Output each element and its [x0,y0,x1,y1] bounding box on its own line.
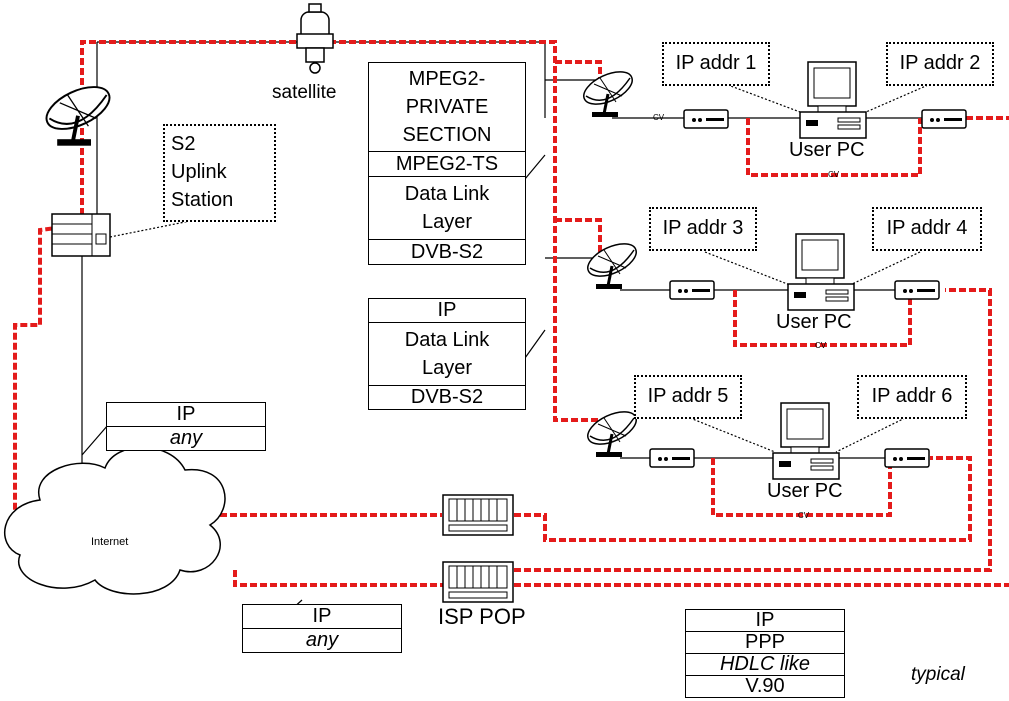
satellite-protocol-stack: MPEG2- PRIVATE SECTION MPEG2-TS Data Lin… [368,62,526,265]
cv-label-1: CV [653,113,665,122]
user-pc-icon-2 [787,233,855,311]
stack2-datalink-line1: Data Link [404,329,490,351]
ip-addr-1-box: IP addr 1 [662,42,770,86]
user-pc-icon-3 [772,402,840,480]
isp-ip-stack: IP any [242,604,402,653]
dish-icon-1 [577,63,639,119]
uplink-station-box: S2 Uplink Station [163,124,276,222]
cv-label-2: CV [828,170,840,179]
internet-cloud-icon [4,446,226,595]
stack-datalink-line2: Layer [421,211,473,233]
modem-icon-1b [921,109,967,129]
stack2-datalink-line2: Layer [421,357,473,379]
modem-icon-3b [884,448,930,468]
ip-addr-5-box: IP addr 5 [634,375,742,419]
modem-stack-v90: V.90 [745,675,785,697]
user-pc-icon-1 [799,61,867,139]
stack-mpeg2-line2: PRIVATE [405,96,489,118]
internet-label: Internet [91,536,129,548]
ip-dvb-protocol-stack: IP Data Link Layer DVB-S2 [368,298,526,410]
isp-stack-any: any [305,629,339,651]
uplink-dish-icon [38,76,118,148]
ip-addr-3-box: IP addr 3 [649,207,757,251]
modem-icon-2b [894,280,940,300]
user-pc-label-2: User PC [776,311,852,333]
uplink-label-line1: S2 [171,133,196,155]
stack-mpeg2-line1: MPEG2- [408,68,486,90]
stack-mpeg2-line3: SECTION [402,124,492,146]
isp-stack-ip: IP [243,605,401,629]
rack-icon-isp-pop [442,561,514,603]
satellite-icon [296,3,334,74]
modem-icon-1a [683,109,729,129]
modem-stack-ip: IP [686,610,844,632]
modem-stack-ppp: PPP [686,632,844,654]
ip-addr-2-box: IP addr 2 [886,42,994,86]
uplink-label-line2: Uplink [171,161,227,183]
stack-datalink-line1: Data Link [404,183,490,205]
ip-addr-6-box: IP addr 6 [857,375,967,419]
ip-addr-4-box: IP addr 4 [872,207,982,251]
modem-protocol-stack: IP PPP HDLC like V.90 [685,609,845,698]
stack-dvb-s2: DVB-S2 [410,241,484,263]
stack2-ip: IP [369,299,525,323]
modem-icon-2a [669,280,715,300]
modem-icon-3a [649,448,695,468]
dish-icon-2 [581,235,643,291]
rack-icon-upper [442,494,514,536]
cv-label-3: CV [815,341,827,350]
uplink-stack-any: any [169,427,203,449]
stack2-dvb-s2: DVB-S2 [410,386,484,408]
cv-label-4: CV [798,511,810,520]
stack-mpeg2-ts: MPEG2-TS [369,152,525,177]
uplink-station-icon [51,213,111,257]
user-pc-label-1: User PC [789,139,865,161]
isp-pop-label: ISP POP [438,604,526,629]
uplink-stack-ip: IP [107,403,265,427]
dish-icon-3 [581,403,643,459]
satellite-label: satellite [272,82,337,103]
uplink-ip-stack: IP any [106,402,266,451]
uplink-label-line3: Station [171,189,234,211]
user-pc-label-3: User PC [767,480,843,502]
typical-label: typical [911,664,965,685]
modem-stack-hdlc: HDLC like [686,654,844,676]
